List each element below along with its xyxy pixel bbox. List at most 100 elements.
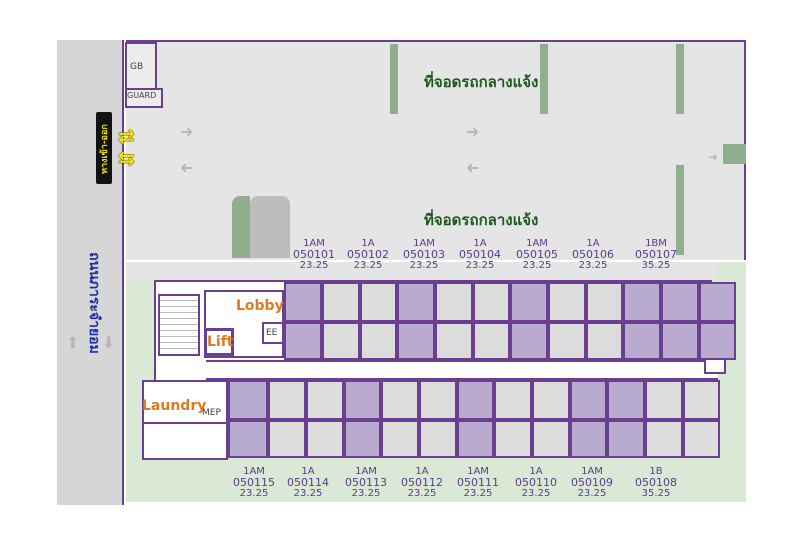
room-bot-a-8 (532, 380, 570, 420)
room-bot-a-9 (570, 380, 607, 420)
room-top-b-6 (510, 322, 548, 360)
unit-type: 1AM (413, 238, 435, 249)
mep-label: MEP (202, 408, 221, 418)
road-text: ถนนภาระจำยอม (86, 252, 102, 354)
unit-code: 050105 (516, 248, 558, 261)
unit-code: 050109 (571, 476, 613, 489)
room-top-a-2 (360, 282, 397, 322)
room-bot-a-4 (381, 380, 419, 420)
ee-room (262, 322, 284, 344)
unit-area: 23.25 (299, 260, 329, 271)
entrance-label: ทางเข้า-ออก (96, 112, 112, 184)
gb-label: GB (130, 62, 144, 72)
room-bot-a-6 (457, 380, 494, 420)
unit-type: 1AM (303, 238, 325, 249)
arrow-right-icon: ➜ (466, 122, 480, 141)
guard-label: GUARD (127, 91, 157, 100)
unit-type: 1A (586, 238, 600, 249)
unit-code: 050108 (635, 476, 677, 489)
lift-room (204, 328, 234, 356)
unit-type: 1BM (645, 238, 667, 249)
room-top-b-3 (397, 322, 435, 360)
green-strip (232, 196, 250, 258)
unit-type: 1A (301, 466, 315, 477)
arrow-left-icon: ➜ (180, 158, 194, 177)
arrow-right-icon: ➜ (708, 150, 719, 164)
room-top-a-11 (699, 282, 736, 322)
arrow-up-icon: ⬆ (66, 333, 80, 352)
arrow-right-icon: ➜ (180, 122, 194, 141)
room-top-a-1 (322, 282, 360, 322)
unit-code: 050113 (345, 476, 387, 489)
unit-type: 1A (529, 466, 543, 477)
room-bot-a-7 (494, 380, 532, 420)
arrow-left-icon: ➜ (466, 158, 480, 177)
unit-type: 1AM (355, 466, 377, 477)
room-top-b-1 (322, 322, 360, 360)
room-bot-b-11 (645, 420, 683, 458)
ee-label: EE (266, 328, 278, 338)
gb-box (125, 42, 157, 91)
unit-code: 050106 (572, 248, 614, 261)
unit-type: 1A (415, 466, 429, 477)
entrance-text: ทางเข้า-ออก (100, 124, 110, 174)
unit-area: 23.25 (293, 488, 323, 499)
room-top-b-2 (360, 322, 397, 360)
room-top-b-10 (661, 322, 699, 360)
unit-type: 1AM (526, 238, 548, 249)
unit-area: 23.25 (353, 260, 383, 271)
room-bot-a-3 (344, 380, 381, 420)
unit-area: 23.25 (409, 260, 439, 271)
room-top-a-5 (473, 282, 510, 322)
unit-type: 1B (649, 466, 663, 477)
unit-area: 23.25 (521, 488, 551, 499)
room-top-a-3 (397, 282, 435, 322)
room-bot-a-12 (683, 380, 720, 420)
unit-code: 050103 (403, 248, 445, 261)
room-bot-b-7 (494, 420, 532, 458)
unit-type: 1A (361, 238, 375, 249)
unit-type: 1AM (467, 466, 489, 477)
unit-area: 23.25 (351, 488, 381, 499)
road-label: ถนนภาระจำยอม (84, 230, 104, 380)
unit-code: 050114 (287, 476, 329, 489)
room-bot-a-11 (645, 380, 683, 420)
room-bot-a-2 (306, 380, 344, 420)
room-bot-a-0 (228, 380, 268, 420)
room-bot-b-5 (419, 420, 457, 458)
unit-area: 23.25 (522, 260, 552, 271)
unit-code: 050112 (401, 476, 443, 489)
room-bot-b-6 (457, 420, 494, 458)
unit-type: 1AM (243, 466, 265, 477)
room-top-a-9 (623, 282, 661, 322)
room-top-a-7 (548, 282, 586, 322)
unit-area: 23.25 (407, 488, 437, 499)
room-bot-a-5 (419, 380, 457, 420)
green-strip (676, 44, 684, 114)
site-boundary-left (122, 40, 124, 505)
green-strip (390, 44, 398, 114)
unit-area: 35.25 (641, 488, 671, 499)
unit-code: 050110 (515, 476, 557, 489)
room-top-a-10 (661, 282, 699, 322)
laundry-room (142, 380, 228, 460)
parking-label-mid: ที่จอดรถกลางแจ้ง (424, 211, 539, 229)
unit-code: 050104 (459, 248, 501, 261)
room-bot-b-2 (306, 420, 344, 458)
unit-code: 050101 (293, 248, 335, 261)
unit-code: 050102 (347, 248, 389, 261)
access-lane (126, 262, 716, 280)
unit-type: 1A (473, 238, 487, 249)
green-strip (723, 144, 746, 164)
